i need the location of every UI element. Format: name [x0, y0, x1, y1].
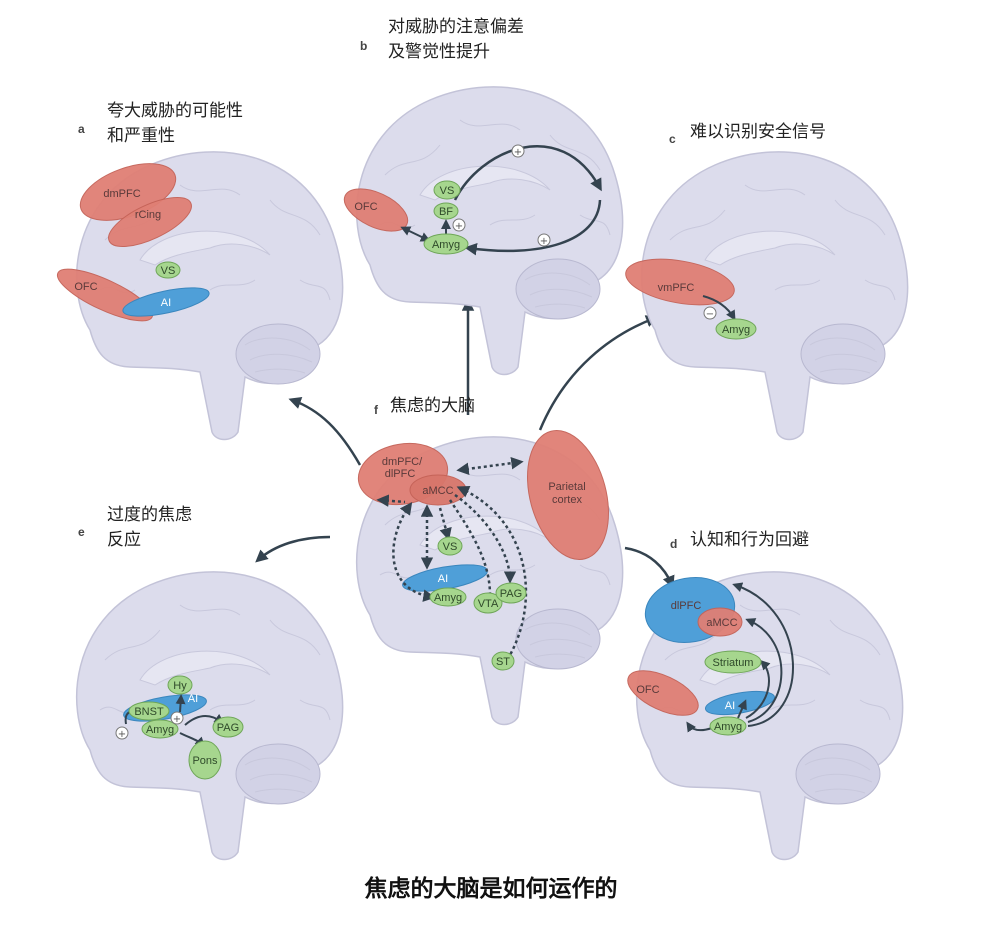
label-parietal: Parietal — [548, 481, 585, 493]
region-amyg — [429, 587, 467, 607]
region-striatum — [704, 650, 762, 674]
region-ofc — [343, 188, 409, 232]
panel-title: 焦虑的大脑 — [390, 396, 475, 416]
label-bnst: BNST — [134, 706, 164, 718]
arrow-to-a — [288, 397, 362, 466]
region-vmpfc — [625, 258, 735, 306]
region-amyg — [423, 233, 469, 255]
region-vta — [473, 592, 503, 614]
label-ofc: OFC — [636, 684, 659, 696]
panel-title: 夸大威胁的可能性 — [107, 101, 243, 121]
panel-title: 和严重性 — [107, 126, 175, 146]
region-vs — [437, 536, 463, 556]
minus-sign — [703, 306, 717, 320]
label-dmpfc: dmPFC — [103, 188, 140, 200]
label-amyg: Amyg — [432, 239, 460, 251]
panel-c: c 难以识别安全信号 vmPFC Amyg − — [625, 122, 909, 441]
plus-sign — [537, 233, 551, 247]
panel-letter: f — [374, 403, 379, 417]
plus-sign-text: + — [173, 714, 181, 725]
panel-letter: c — [669, 132, 676, 146]
region-hy — [167, 675, 193, 695]
label-pons: Pons — [192, 755, 218, 767]
region-rcing — [108, 197, 192, 247]
label-amcc: aMCC — [422, 485, 453, 497]
panel-letter: e — [78, 525, 85, 539]
label-pag: PAG — [500, 588, 522, 600]
label-ai: AI — [188, 693, 198, 705]
label-ofc: OFC — [354, 201, 377, 213]
label-amyg: Amyg — [434, 592, 462, 604]
label-ai: AI — [438, 573, 448, 585]
label-ai: AI — [161, 297, 171, 309]
label-ai: AI — [725, 700, 735, 712]
label-hy: Hy — [173, 680, 187, 692]
label-rcing: rCing — [135, 209, 161, 221]
panel-f: f 焦虑的大脑 dmPFC/ dlPFC aMCC Parietal corte… — [355, 396, 624, 726]
plus-sign — [115, 726, 129, 740]
panel-title: 过度的焦虑 — [107, 505, 192, 525]
label-vta: VTA — [478, 598, 499, 610]
region-ofc — [627, 670, 699, 716]
label-amyg: Amyg — [146, 724, 174, 736]
label-dlpfc: dlPFC — [671, 600, 702, 612]
plus-sign — [170, 711, 184, 725]
panel-title: 认知和行为回避 — [690, 530, 809, 550]
figure-caption: 焦虑的大脑是如何运作的 — [365, 875, 618, 902]
arrow-to-d — [624, 546, 675, 589]
region-bnst — [128, 701, 170, 721]
label-cortex: cortex — [552, 494, 582, 506]
arrow-to-c — [538, 315, 659, 431]
label-amyg: Amyg — [714, 721, 742, 733]
region-pag — [212, 716, 244, 738]
region-amcc — [697, 607, 743, 637]
label-pag: PAG — [217, 722, 239, 734]
label-dmpfc: dmPFC/ — [382, 456, 423, 468]
region-amyg — [715, 318, 757, 340]
panel-d: d 认知和行为回避 dlPFC aMCC Striatum OFC AI Amy… — [627, 530, 904, 861]
label-ofc: OFC — [74, 281, 97, 293]
panel-letter: a — [78, 122, 85, 136]
arrow-to-e — [255, 535, 331, 563]
label-vmpfc: vmPFC — [658, 282, 695, 294]
panel-a: a 夸大威胁的可能性 和严重性 dmPFC rCing OFC AI VS — [56, 101, 344, 441]
region-bf — [433, 202, 459, 220]
region-vs — [155, 261, 181, 279]
plus-sign-text: + — [455, 221, 463, 232]
label-amcc: aMCC — [706, 617, 737, 629]
label-vs: VS — [440, 185, 455, 197]
region-vs — [433, 180, 461, 200]
plus-sign — [511, 144, 525, 158]
label-st: ST — [496, 656, 510, 668]
label-bf: BF — [439, 206, 453, 218]
plus-sign — [452, 218, 466, 232]
minus-sign-text: − — [706, 309, 714, 320]
panel-title: 难以识别安全信号 — [690, 122, 826, 142]
region-pag — [495, 582, 527, 604]
label-dlpfc: dlPFC — [385, 468, 416, 480]
panel-title: 及警觉性提升 — [388, 42, 490, 62]
dotted-connections — [376, 456, 528, 656]
panel-e: e 过度的焦虑 反应 Hy AI BNST Amyg PAG Pons + + — [75, 505, 344, 861]
connection-arrows — [255, 298, 675, 589]
region-parietal-cortex — [527, 429, 609, 561]
label-amyg: Amyg — [722, 324, 750, 336]
region-ai — [122, 287, 210, 317]
region-pons — [188, 740, 222, 780]
region-st — [491, 651, 515, 671]
panel-title: 反应 — [107, 530, 141, 550]
panel-title: 对威胁的注意偏差 — [388, 17, 524, 37]
plus-sign-text: + — [514, 147, 522, 158]
plus-sign-text: + — [118, 729, 126, 740]
region-amyg — [141, 719, 179, 739]
label-striatum: Striatum — [713, 657, 754, 669]
panel-b: b 对威胁的注意偏差 及警觉性提升 OFC VS BF Amyg + + + — [343, 17, 624, 376]
panel-letter: b — [360, 39, 367, 53]
label-vs: VS — [443, 541, 458, 553]
panel-letter: d — [670, 537, 677, 551]
plus-sign-text: + — [540, 236, 548, 247]
region-amyg — [709, 716, 747, 736]
label-vs: VS — [161, 265, 176, 277]
